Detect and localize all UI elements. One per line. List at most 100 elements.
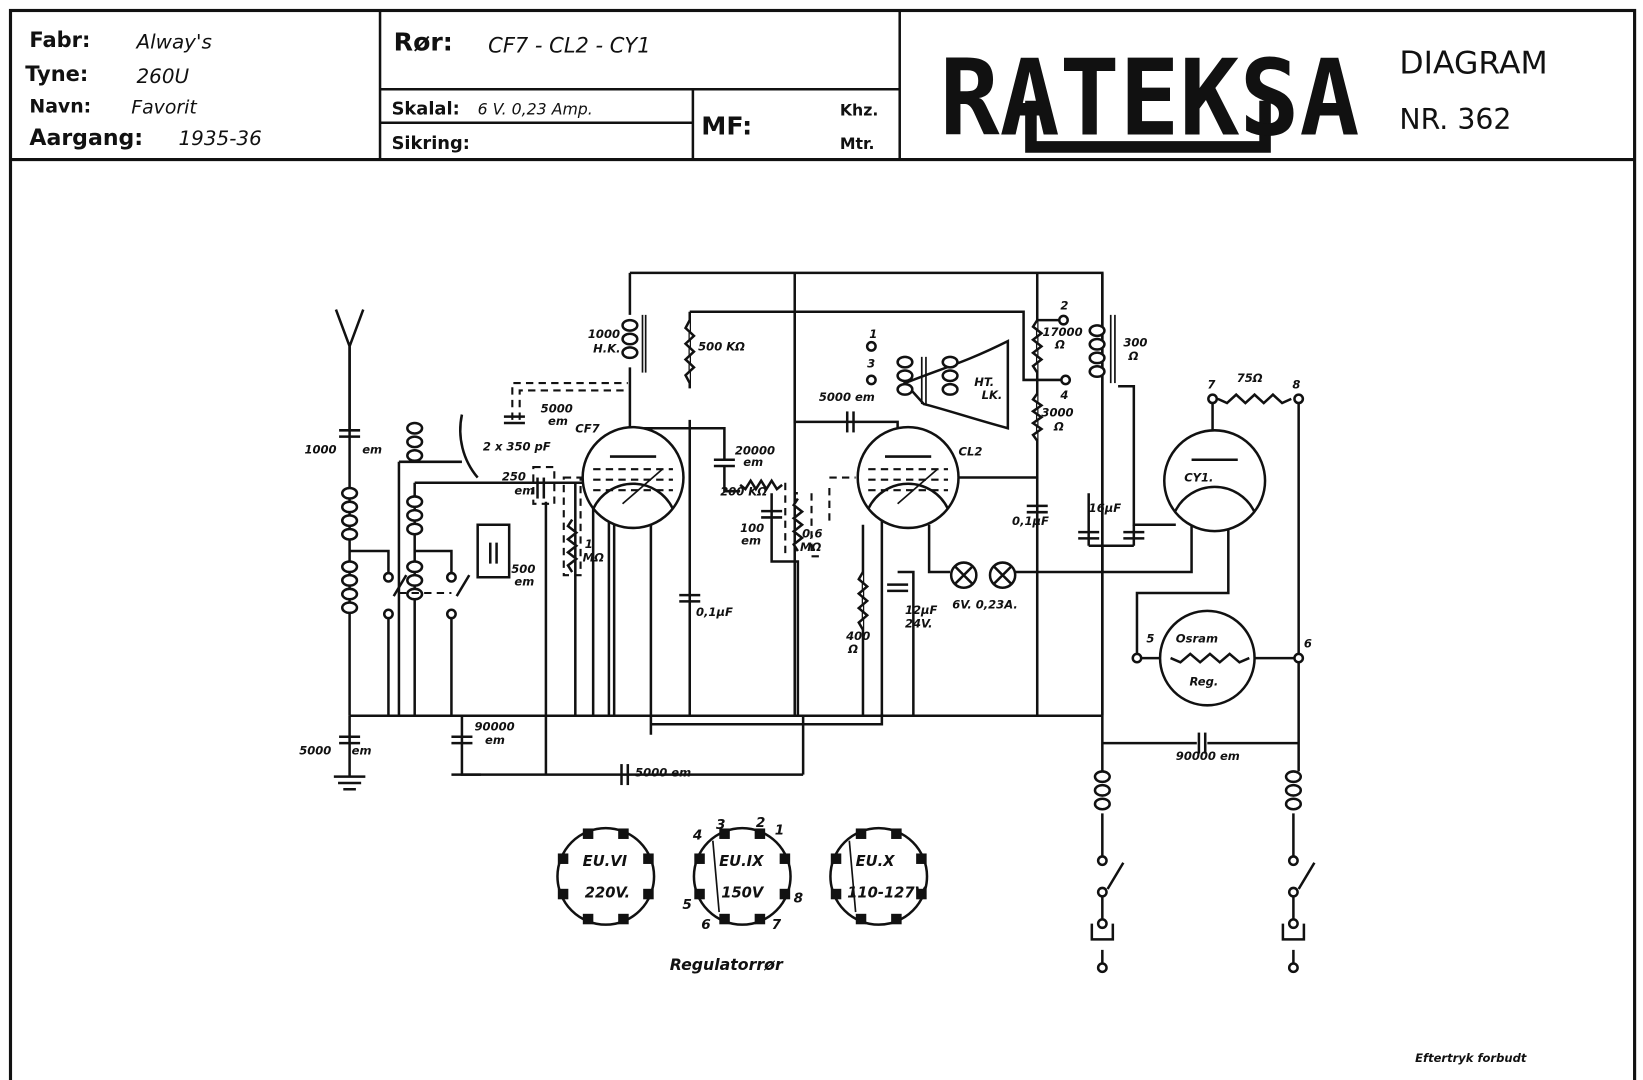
label-c5000d: 5000 em (635, 766, 691, 780)
coil-osc-2 (406, 522, 424, 536)
socket-pin-number: 3 (716, 817, 725, 833)
label-c500-unit: em (514, 575, 534, 589)
terminal (1293, 393, 1305, 405)
label-c01a: 0,1μF (696, 605, 733, 619)
socket-pin (830, 853, 842, 864)
terminal (382, 571, 394, 583)
label-c90000a-unit: em (485, 733, 505, 747)
regulator-name: EU.VI (583, 853, 628, 870)
terminal (1096, 886, 1108, 898)
terminal (865, 374, 877, 386)
resistor-1m (565, 518, 579, 573)
coil-filter-2 (1284, 783, 1303, 797)
label-c20000-val: 20000 (735, 443, 775, 457)
khz-label: Khz. (840, 100, 879, 119)
fabr-label: Fabr: (29, 28, 90, 52)
ror-value: CF7 - CL2 - CY1 (488, 33, 650, 57)
type-label: Tyne: (25, 62, 88, 86)
label-hk-unit: H.K. (593, 342, 620, 356)
label-lamps: 6V. 0,23A. (952, 598, 1018, 612)
coil-output-primary (896, 382, 914, 396)
coil-osc-2 (406, 508, 424, 522)
label-c01b: 0,1μF (1012, 514, 1049, 528)
terminal (1096, 962, 1108, 974)
dial-lamp-cross (993, 565, 1012, 585)
tube-heater-link (897, 468, 939, 505)
socket-pin (694, 853, 705, 864)
coil-osc-3 (406, 560, 424, 574)
coil-antenna-1 (340, 500, 359, 514)
coil-filter-1 (1093, 783, 1111, 797)
diagram-label: DIAGRAM (1399, 45, 1547, 81)
coil-antenna-1 (340, 527, 359, 541)
label-r75: 75Ω (1237, 371, 1263, 385)
label-c250-val: 250 (502, 470, 526, 484)
terminal (1287, 855, 1299, 867)
resistor-200k (739, 478, 783, 492)
coil-filter-2 (1284, 797, 1303, 811)
coil-choke (1088, 365, 1106, 379)
label-t8: 8 (1292, 377, 1300, 391)
socket-pin (582, 828, 594, 839)
label-t7: 7 (1207, 377, 1215, 391)
label-r500k: 500 KΩ (698, 340, 745, 354)
regulator-socket (556, 826, 656, 926)
coil-output-primary (896, 369, 914, 383)
type-value: 260U (136, 64, 189, 88)
regulator-title: Regulatorrør (670, 955, 784, 974)
socket-pin (855, 828, 867, 839)
label-c16: 16μF (1089, 501, 1122, 515)
socket-pin (779, 853, 791, 864)
socket-pin (557, 888, 569, 900)
regulator-filament (1170, 652, 1250, 664)
socket-pin (891, 828, 902, 839)
label-t3: 3 (867, 356, 875, 370)
coil-antenna-1 (340, 486, 359, 500)
socket-pin (582, 913, 594, 925)
label-cf7: CF7 (575, 421, 599, 435)
terminal (382, 608, 394, 620)
skala-label: Skalal: (392, 98, 460, 119)
label-c5000b: 5000 em (819, 390, 875, 404)
label-choke-unit: Ω (1128, 349, 1139, 363)
socket-pin-number: 8 (794, 891, 803, 907)
label-r1m-val: 1 (585, 537, 593, 551)
coil-output-primary (896, 355, 914, 369)
terminal (1131, 652, 1143, 664)
resistor-3000 (1030, 392, 1044, 442)
rateksa-logo: RATEKSA (940, 37, 1360, 159)
socket-bridge (848, 840, 857, 913)
label-c-ant-val: 1000 (304, 442, 336, 456)
socket-pin-number: 6 (701, 917, 710, 933)
potentiometer-0-6m (791, 497, 805, 552)
regulator-voltage: 150V (721, 884, 765, 901)
regulator-name: EU.IX (719, 853, 764, 870)
label-c90000b: 90000 em (1176, 749, 1240, 763)
coil-choke (1088, 351, 1106, 365)
terminal (1096, 855, 1108, 867)
switch-blade (392, 574, 408, 597)
components (339, 314, 1305, 974)
coil-antenna-2 (340, 601, 359, 615)
coil-hk (621, 346, 639, 360)
label-c12-val: 12μF (905, 603, 938, 617)
socket-pin (916, 853, 927, 864)
label-c90000a-val: 90000 (475, 719, 515, 733)
label-c250-unit: em (514, 483, 534, 497)
navn-label: Navn: (29, 95, 91, 117)
coil-osc-1 (406, 421, 424, 435)
coil-osc-1 (406, 435, 424, 449)
label-r400-unit: Ω (847, 642, 858, 656)
coil-antenna-1 (340, 514, 359, 528)
label-tuning: 2 x 350 pF (483, 439, 551, 453)
coil-choke (1088, 324, 1106, 338)
coil-antenna-2 (340, 573, 359, 587)
terminal (1058, 314, 1069, 326)
coil-antenna-2 (340, 587, 359, 601)
label-c500-val: 500 (511, 562, 535, 576)
label-c-ant-unit: em (362, 442, 382, 456)
tube-cathode (867, 482, 950, 510)
label-pot-val: 0,6 (802, 526, 822, 540)
label-c5000a-unit: em (548, 414, 568, 428)
